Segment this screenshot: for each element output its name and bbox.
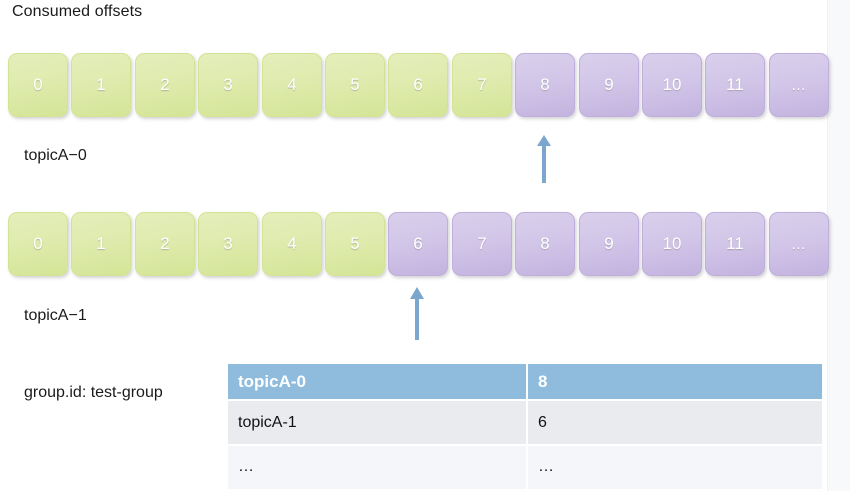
offset-cell-label: 2 [160, 75, 170, 94]
offset-cell: 1 [71, 212, 131, 276]
slide-right-margin-strip [827, 0, 850, 491]
offset-cell: 3 [198, 53, 258, 117]
offset-cell-label: 11 [726, 75, 744, 94]
ellipsis-label: … [238, 458, 255, 476]
offset-cell-label: 6 [413, 234, 423, 253]
table-row: …… [228, 444, 822, 489]
offset-cell-label: 1 [96, 234, 106, 253]
offset-cell-label: 3 [223, 234, 233, 253]
offset-cell: 0 [8, 53, 68, 117]
table-header-topic: topicA-0 [238, 371, 306, 391]
table-cell-offset: … [526, 444, 822, 489]
offset-cell-label: 0 [33, 234, 43, 253]
offset-cell: 6 [388, 53, 448, 117]
offset-cell-label: 4 [287, 234, 297, 253]
offset-cell-label: 8 [540, 234, 550, 253]
committed-offset-arrow-topicA-1 [410, 287, 424, 340]
table-cell-offset: 6 [526, 399, 822, 445]
offset-cell-label: 10 [662, 75, 682, 94]
table-cell-topic: … [228, 444, 527, 489]
offset-cell: 7 [452, 212, 512, 276]
offset-cell-label: 11 [726, 234, 744, 253]
offset-cell-label: 8 [540, 75, 550, 94]
table-header-row: topicA-0 8 [228, 364, 822, 400]
offset-cell: 3 [198, 212, 258, 276]
offset-cell: 5 [325, 212, 385, 276]
offset-cell: 11 [705, 53, 765, 117]
offset-cell-label: 1 [96, 75, 106, 94]
offset-cell: … [769, 53, 829, 117]
offset-cell-label: 5 [350, 75, 360, 94]
committed-offset-arrow-topicA-0 [537, 135, 551, 183]
offset-cell-label: 0 [33, 75, 43, 94]
offset-cell-label: 5 [350, 234, 360, 253]
offset-cell-label: 4 [287, 75, 297, 94]
offset-cell-label: 7 [477, 234, 487, 253]
page-title: Consumed offsets [12, 3, 143, 20]
offset-cell: 10 [642, 53, 702, 117]
partition-label-topicA-1: topicA−1 [24, 307, 87, 324]
offset-cell: 9 [579, 212, 639, 276]
offset-cell: 11 [705, 212, 765, 276]
offset-cell: 5 [325, 53, 385, 117]
offset-cell: … [769, 212, 829, 276]
offset-cell-label: 9 [604, 75, 614, 94]
offset-cell: 2 [135, 212, 195, 276]
offset-cell: 4 [262, 212, 322, 276]
offset-cell: 0 [8, 212, 68, 276]
partition-label-topicA-0: topicA−0 [24, 147, 87, 164]
offset-cell: 6 [388, 212, 448, 276]
offset-cell: 4 [262, 53, 322, 117]
offset-cell: 8 [515, 53, 575, 117]
group-id-label: group.id: test-group [24, 384, 163, 401]
offset-cell-label: 2 [160, 234, 170, 253]
offset-cell: 2 [135, 53, 195, 117]
offset-cell-label: 10 [662, 234, 682, 253]
table-header-offset: 8 [526, 364, 822, 400]
offset-cell-label: … [791, 235, 807, 253]
offset-cell: 9 [579, 53, 639, 117]
offset-cell-label: 3 [223, 75, 233, 94]
table-cell-topic: topicA-1 [228, 399, 527, 445]
offset-cell: 10 [642, 212, 702, 276]
offset-cell-label: 7 [477, 75, 487, 94]
offset-cell-label: 9 [604, 234, 614, 253]
offset-cell-label: … [791, 76, 807, 94]
offset-cell: 8 [515, 212, 575, 276]
offset-cell-label: 6 [413, 75, 423, 94]
ellipsis-label: … [538, 458, 555, 476]
offset-cell: 1 [71, 53, 131, 117]
offset-cell: 7 [452, 53, 512, 117]
